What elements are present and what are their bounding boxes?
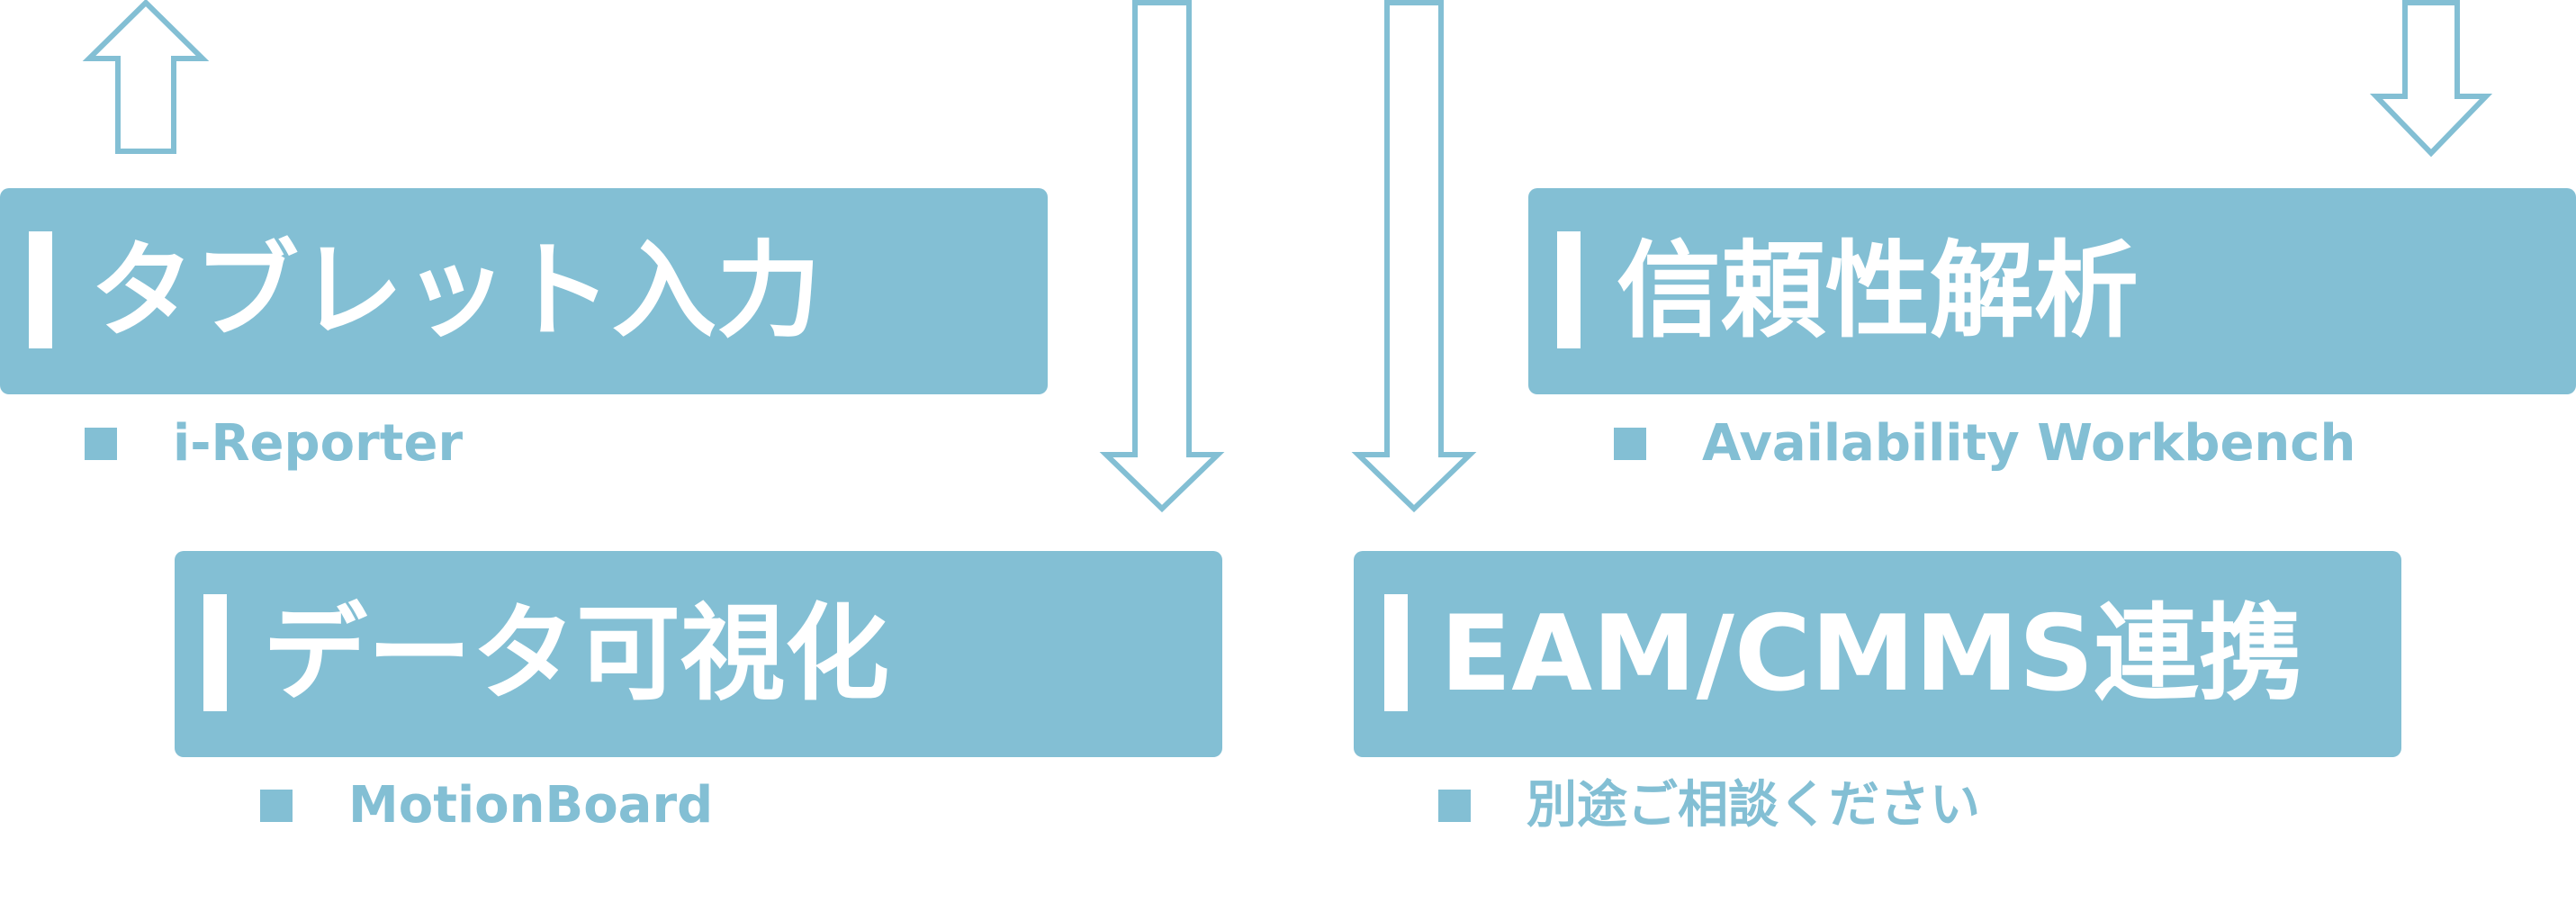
- tablet-input-title: タブレット入力: [90, 230, 821, 352]
- tablet-input-product: i-Reporter: [173, 414, 464, 473]
- tablet-input-box: タブレット入力: [0, 188, 1048, 394]
- bullet-square-icon: [1614, 428, 1646, 460]
- eam-cmms-integration-subtitle: 別途ご相談ください: [1438, 776, 1980, 835]
- up-arrow-icon: [82, 0, 210, 154]
- accent-bar: [29, 231, 52, 348]
- tablet-input-subtitle: i-Reporter: [85, 414, 464, 473]
- reliability-analysis-box: 信頼性解析: [1528, 188, 2576, 394]
- down-arrow-icon: [1099, 0, 1225, 513]
- reliability-analysis-subtitle: Availability Workbench: [1614, 414, 2356, 473]
- eam-cmms-integration-note: 別途ご相談ください: [1527, 776, 1980, 835]
- eam-cmms-integration-box: EAM/CMMS連携: [1354, 551, 2401, 757]
- data-visualization-title: データ可視化: [263, 592, 889, 715]
- down-arrow-icon: [2369, 0, 2493, 158]
- data-visualization-box: データ可視化: [175, 551, 1222, 757]
- bullet-square-icon: [260, 790, 293, 822]
- reliability-analysis-product: Availability Workbench: [1702, 414, 2356, 473]
- reliability-analysis-title: 信頼性解析: [1617, 230, 2139, 352]
- accent-bar: [1384, 594, 1408, 711]
- accent-bar: [203, 594, 227, 711]
- data-visualization-subtitle: MotionBoard: [260, 776, 714, 835]
- accent-bar: [1557, 231, 1581, 348]
- down-arrow-icon: [1351, 0, 1477, 513]
- bullet-square-icon: [1438, 790, 1471, 822]
- eam-cmms-integration-title: EAM/CMMS連携: [1440, 592, 2303, 715]
- data-visualization-product: MotionBoard: [348, 776, 714, 835]
- bullet-square-icon: [85, 428, 117, 460]
